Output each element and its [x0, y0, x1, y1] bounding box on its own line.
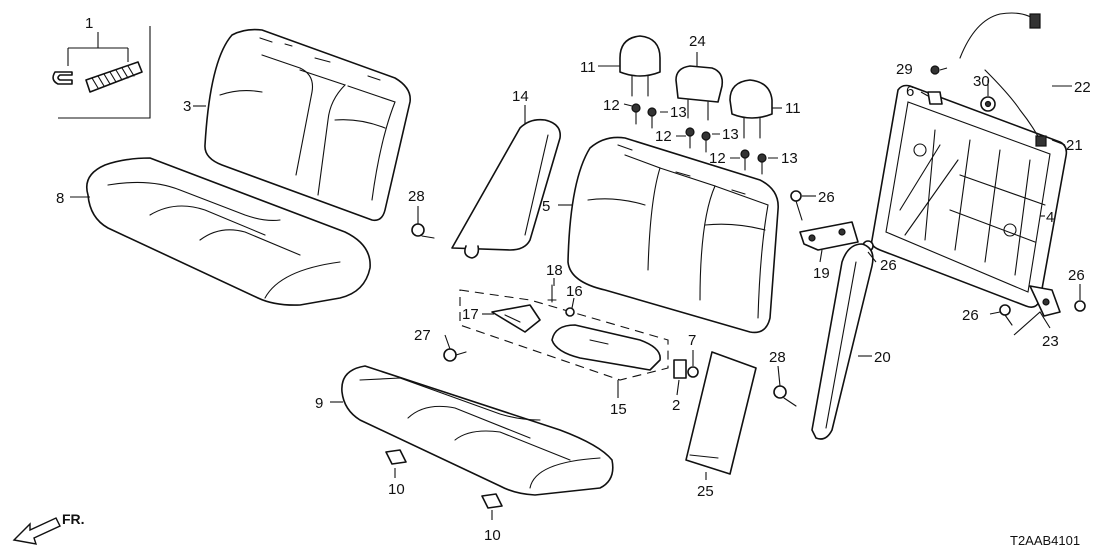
part-6-clip	[927, 91, 943, 105]
callout-7: 7	[688, 332, 696, 349]
callout-25: 25	[697, 483, 714, 500]
part-10-hook-lower	[481, 493, 503, 509]
callout-3: 3	[183, 98, 191, 115]
part-24-headrest-center	[675, 65, 724, 121]
callout-24: 24	[689, 33, 706, 50]
callout-26-d: 26	[962, 307, 979, 324]
part-11-headrest-right	[729, 79, 773, 139]
armrest	[551, 324, 661, 371]
part-10-hook-upper	[385, 449, 407, 465]
callout-20: 20	[874, 349, 891, 366]
callout-13-row3: 13	[781, 150, 798, 167]
part-5-back-cover	[567, 136, 779, 334]
part-11-headrest-left	[619, 35, 661, 97]
part-12-13-guides	[631, 103, 767, 175]
part-2-clip	[673, 359, 687, 379]
callout-13-row2: 13	[722, 126, 739, 143]
callout-12-row3: 12	[709, 150, 726, 167]
callout-10-upper: 10	[388, 481, 405, 498]
callout-15: 15	[610, 401, 627, 418]
callout-13-row1: 13	[670, 104, 687, 121]
callout-26-b: 26	[880, 257, 897, 274]
callout-1: 1	[85, 15, 93, 32]
callout-23: 23	[1042, 333, 1059, 350]
callout-8: 8	[56, 190, 64, 207]
callout-27: 27	[414, 327, 431, 344]
callout-labels: 1 3 8 9 10 10 11 11 24 12 13 12 13 12 13…	[56, 15, 1091, 544]
diagram-code: T2AAB4101	[1010, 533, 1080, 548]
callout-29: 29	[896, 61, 913, 78]
part-9-cushion-pad	[341, 365, 614, 496]
part-22-release-cable	[959, 12, 1047, 147]
leader-lines	[70, 52, 1081, 520]
part-20-side-bolster-right	[811, 243, 874, 440]
callout-28-left: 28	[408, 188, 425, 205]
part-28-bolt-left	[411, 223, 435, 239]
front-direction-indicator: FR.	[12, 511, 85, 545]
callout-12-row2: 12	[655, 128, 672, 145]
part-19-hinge-bracket	[799, 221, 859, 251]
part-1-spring-clip	[52, 26, 151, 119]
callout-28-right: 28	[769, 349, 786, 366]
callout-26-a: 26	[818, 189, 835, 206]
callout-5: 5	[542, 198, 550, 215]
callout-14: 14	[512, 88, 529, 105]
part-18-screw	[547, 284, 557, 303]
callout-18: 18	[546, 262, 563, 279]
callout-11-right: 11	[785, 100, 801, 117]
spring-cover	[85, 61, 143, 93]
part-14-side-bolster-left	[451, 118, 562, 259]
part-4-seatback-frame	[870, 84, 1068, 308]
callout-9: 9	[315, 395, 323, 412]
part-28-bolt-right	[773, 385, 797, 407]
callout-10-lower: 10	[484, 527, 501, 544]
part-3-seatback-cover	[204, 28, 412, 222]
part-27-bolt	[443, 348, 467, 362]
part-29-bolt	[930, 65, 940, 75]
callout-11-left: 11	[580, 59, 596, 76]
part-25-trim-panel	[685, 351, 757, 475]
callout-17: 17	[462, 306, 479, 323]
callout-12-row1: 12	[603, 97, 620, 114]
part-30-nut	[980, 96, 996, 112]
callout-4: 4	[1046, 209, 1054, 226]
callout-21: 21	[1066, 137, 1083, 154]
front-label: FR.	[62, 511, 85, 527]
callout-22: 22	[1074, 79, 1091, 96]
front-arrow-icon	[12, 517, 61, 545]
callout-26-c: 26	[1068, 267, 1085, 284]
armrest-assembly-outline	[459, 289, 669, 381]
callout-19: 19	[813, 265, 830, 282]
callout-16: 16	[566, 283, 583, 300]
part-8-cushion-cover	[86, 157, 371, 306]
callout-30: 30	[973, 73, 990, 90]
callout-6: 6	[906, 83, 914, 100]
part-16-nut	[565, 307, 575, 317]
part-23-lower-hinge	[1029, 285, 1061, 317]
part-7-fastener	[687, 366, 699, 378]
callout-2: 2	[672, 397, 680, 414]
part-17-cup-holder	[491, 304, 541, 333]
